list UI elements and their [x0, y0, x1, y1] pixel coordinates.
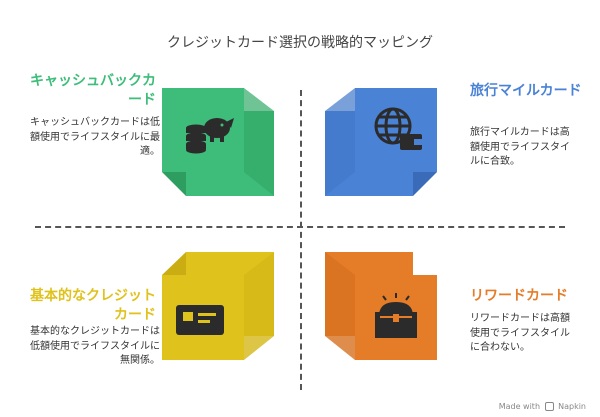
- brand-label: Napkin: [558, 402, 586, 411]
- rewards-description: リワードカードは高額使用でライフスタイルに合わない。: [470, 313, 570, 353]
- travel-miles-cube: [325, 88, 437, 196]
- vertical-axis: [300, 90, 302, 390]
- credit-card-icon: [176, 305, 224, 335]
- cashback-cube: [162, 88, 274, 196]
- treasure-chest-icon: [375, 293, 417, 338]
- piggy-bank-coins-icon: [186, 118, 234, 154]
- napkin-logo-icon: [544, 402, 554, 411]
- rewards-heading: リワードカード: [470, 288, 568, 304]
- travel-miles-heading: 旅行マイルカード: [470, 83, 582, 99]
- cashback-heading: キャッシュバックカード: [30, 73, 156, 108]
- cashback-description: キャッシュバックカードは低額使用でライフスタイルに最適。: [30, 117, 160, 157]
- rewards-cube: [325, 252, 437, 360]
- made-with-label: Made with: [498, 402, 541, 411]
- diagram-title: クレジットカード選択の戦略的マッピング: [167, 35, 433, 51]
- basic-card-description: 基本的なクレジットカードは低額使用でライフスタイルに無関係。: [30, 326, 160, 366]
- watermark: Made with Napkin: [499, 402, 586, 411]
- travel-miles-description: 旅行マイルカードは高額使用でライフスタイルに合致。: [470, 127, 570, 167]
- horizontal-axis: [35, 226, 565, 228]
- basic-card-cube: [162, 252, 274, 360]
- basic-card-heading: 基本的なクレジットカード: [30, 288, 156, 323]
